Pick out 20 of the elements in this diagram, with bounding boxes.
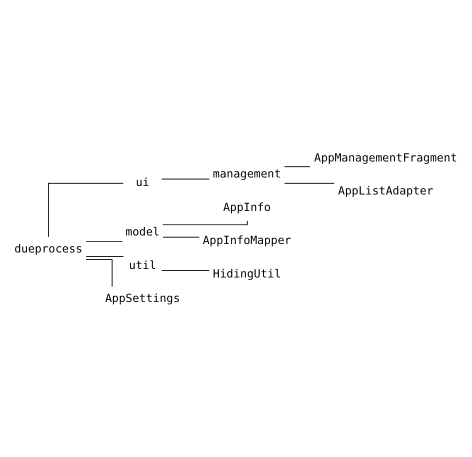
connector xyxy=(86,258,113,287)
node-text: AppSettings xyxy=(105,290,180,305)
connector xyxy=(284,166,311,167)
node-text: AppListAdapter xyxy=(338,183,434,198)
connector xyxy=(284,182,335,184)
node-text: HidingUtil xyxy=(212,266,282,280)
connector xyxy=(161,178,210,180)
connector xyxy=(162,220,248,225)
connector xyxy=(162,236,200,238)
connector xyxy=(86,240,123,242)
node-text: AppManagementFragment xyxy=(314,150,458,164)
connector xyxy=(48,182,124,237)
node-text: AppInfo xyxy=(223,199,271,214)
node-text: dueprocess xyxy=(14,241,82,256)
node-text: AppInfoMapper xyxy=(202,232,292,247)
connector xyxy=(161,269,210,270)
node-text: model xyxy=(126,224,160,238)
node-text: util xyxy=(128,257,156,272)
node-text: management xyxy=(212,166,282,180)
node-text: ui xyxy=(136,174,150,189)
